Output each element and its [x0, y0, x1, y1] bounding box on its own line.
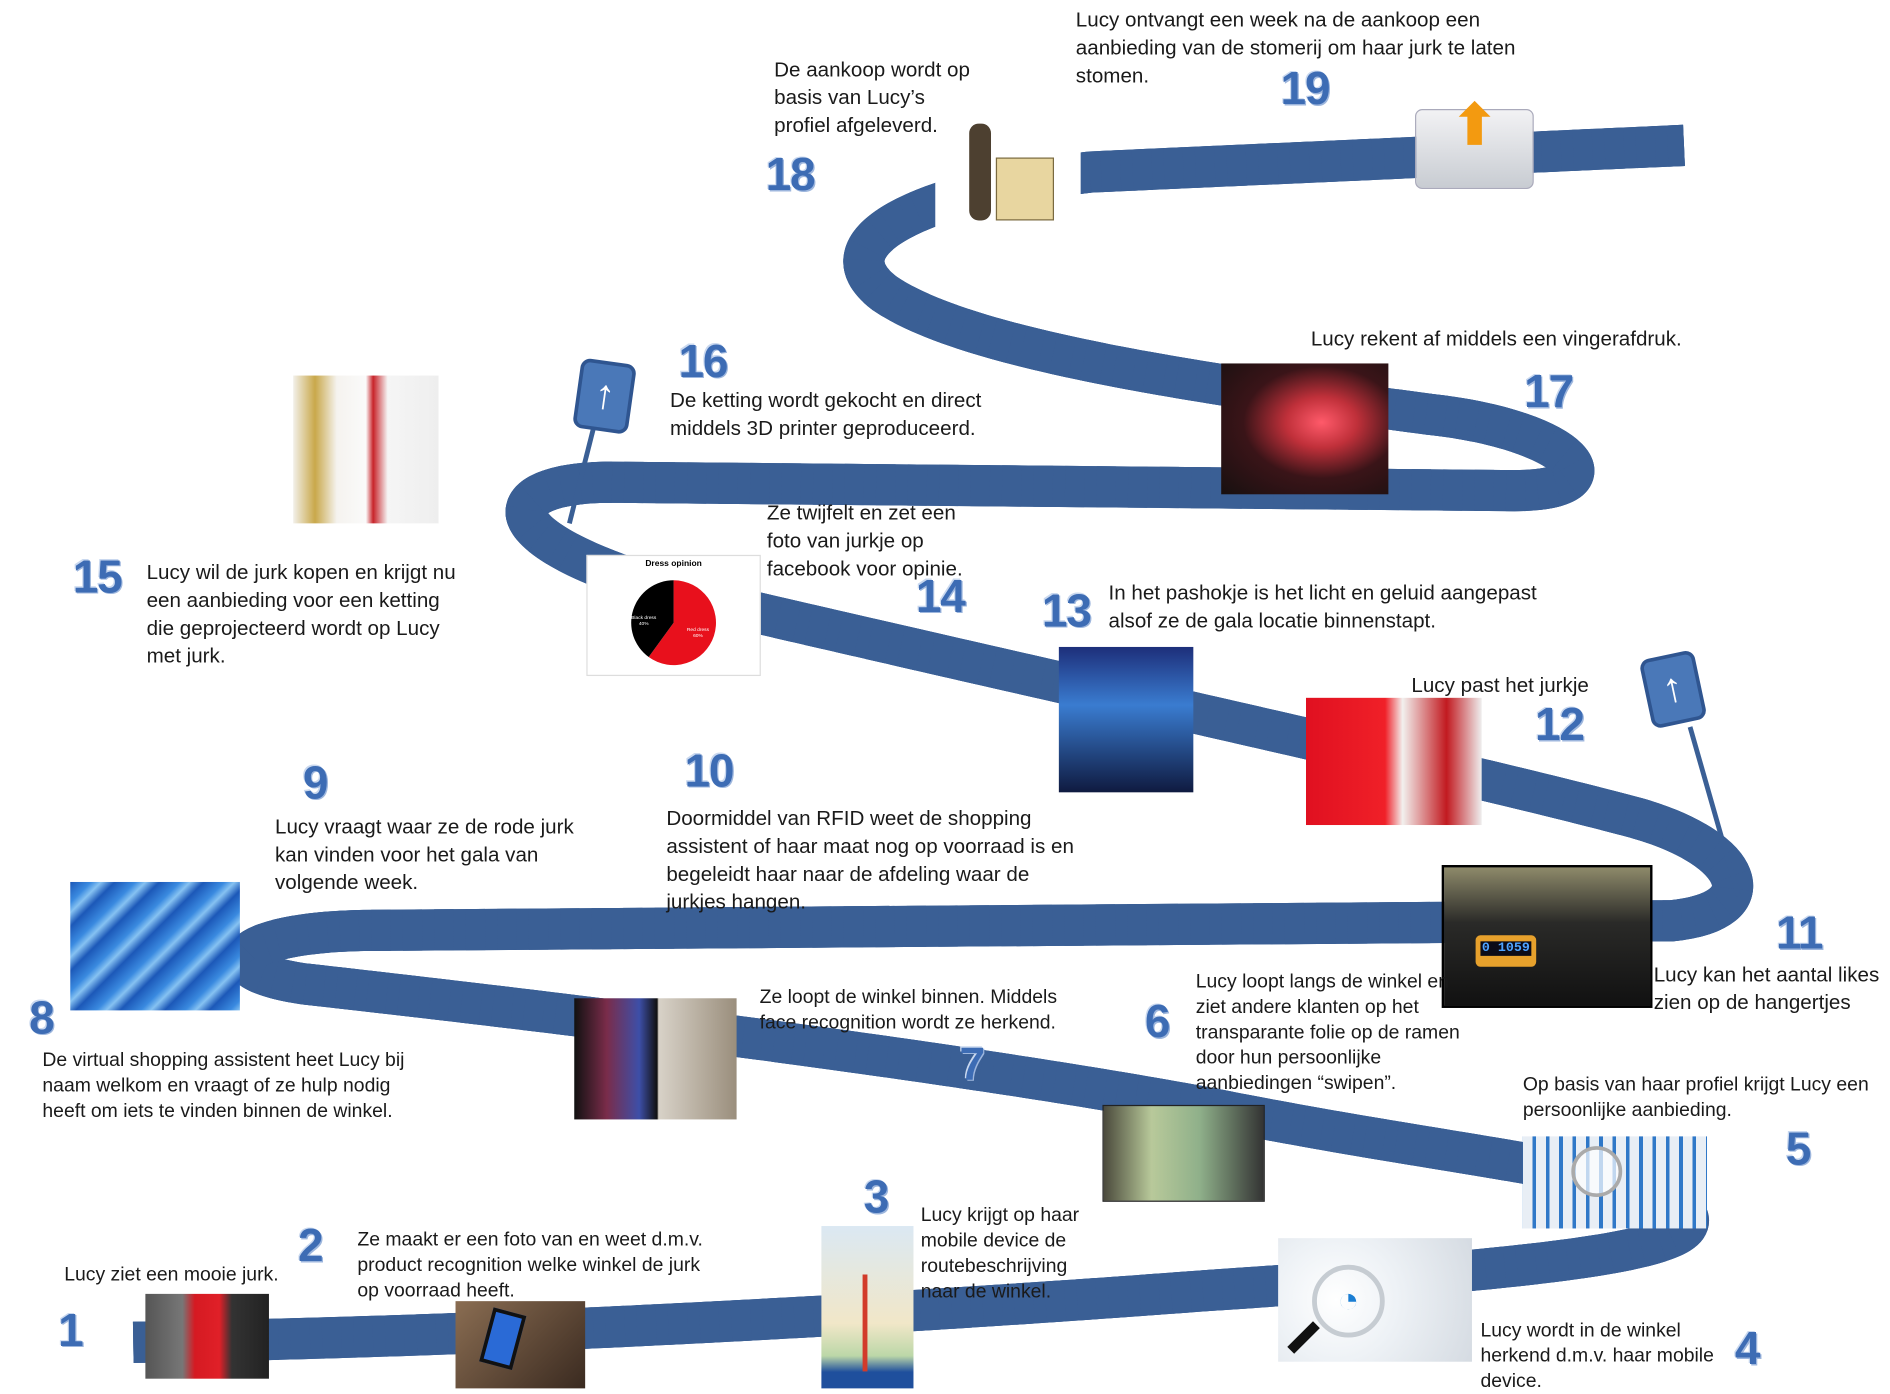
navigation-map-screenshot	[821, 1226, 914, 1389]
step-number: 19	[1280, 64, 1331, 116]
step-text: In het pashokje is het licht en geluid a…	[1108, 581, 1537, 633]
likes-counter: 0 1059	[1480, 941, 1532, 956]
step-number: 4	[1734, 1324, 1761, 1376]
face-recognition-camera-image	[574, 998, 737, 1120]
step-text: Lucy loopt langs de winkel en ziet ander…	[1195, 971, 1460, 1094]
step-number: 14	[915, 571, 966, 623]
step-number: 17	[1524, 367, 1574, 418]
step-number: 6	[1144, 997, 1171, 1048]
step-number: 16	[678, 336, 728, 388]
smartphone-photo	[455, 1301, 586, 1389]
dress-fitting-photo	[1305, 697, 1482, 826]
step-text: Lucy rekent af middels een vingerafdruk.	[1310, 327, 1682, 351]
step-text: Lucy vraagt waar ze de rode jurk kan vin…	[275, 815, 574, 895]
fingerprint-scanner-photo	[1221, 363, 1389, 495]
step-text: Lucy ontvangt een week na de aankoop een…	[1075, 8, 1516, 88]
hanger-likes-display-image: 0 1059	[1441, 865, 1653, 1008]
step-text: Op basis van haar profiel krijgt Lucy ee…	[1522, 1074, 1869, 1121]
step-text: Ze maakt er een foto van en weet d.m.v. …	[357, 1229, 703, 1302]
pie-slice-red	[648, 580, 716, 666]
step-text: Lucy kan het aantal likes zien op de han…	[1653, 963, 1880, 1015]
step-text: Lucy past het jurkje	[1411, 673, 1589, 697]
red-dress-photo	[145, 1293, 269, 1379]
step-number: 5	[1785, 1124, 1812, 1176]
step-text: Lucy krijgt op haar mobile device de rou…	[920, 1205, 1080, 1303]
step-number: 7	[959, 1039, 986, 1091]
email-envelope-icon: ⬆	[1405, 85, 1541, 194]
delivery-man-image	[935, 109, 1081, 243]
step-number: 9	[302, 758, 329, 810]
step-number: 18	[765, 150, 816, 202]
step-text: De aankoop wordt op basis van Lucy’s pro…	[774, 58, 970, 137]
step-text: Ze loopt de winkel binnen. Middels face …	[759, 987, 1058, 1034]
step-text: De virtual shopping assistent heet Lucy …	[42, 1050, 405, 1122]
necklace-projection-mirror-photo	[293, 375, 439, 524]
step-text: Lucy ziet een mooie jurk.	[64, 1264, 279, 1286]
shop-window-photo	[1102, 1104, 1265, 1202]
people-search-image	[1522, 1136, 1708, 1229]
signpost-pole	[1687, 726, 1741, 898]
pie-slice-black	[631, 580, 674, 658]
step-text: Lucy wil de jurk kopen en krijgt nu een …	[146, 560, 456, 668]
step-number: 10	[684, 746, 734, 798]
arrow-up-sign-icon: ↑	[572, 357, 638, 435]
step-number: 12	[1534, 700, 1585, 752]
step-number: 8	[29, 993, 55, 1045]
step-text: De ketting wordt gekocht en direct midde…	[669, 388, 982, 440]
step-number: 1	[58, 1305, 84, 1357]
signpost-pole	[567, 417, 599, 524]
step-text: Ze twijfelt en zet een foto van jurkje o…	[766, 501, 963, 581]
virtual-assistant-image	[70, 881, 240, 1011]
step-number: 15	[72, 552, 123, 604]
step-text: Doormiddel van RFID weet de shopping ass…	[666, 806, 1074, 914]
step-number: 2	[298, 1221, 324, 1273]
step-number: 11	[1776, 908, 1823, 960]
wifi-magnifier-image: ◔	[1278, 1238, 1472, 1362]
step-number: 3	[863, 1172, 890, 1224]
fitting-room-screen-image	[1058, 646, 1194, 793]
step-number: 13	[1041, 586, 1092, 638]
pie-title: Dress opinion	[645, 559, 702, 569]
step-text: Lucy wordt in de winkel herkend d.m.v. h…	[1480, 1320, 1714, 1393]
